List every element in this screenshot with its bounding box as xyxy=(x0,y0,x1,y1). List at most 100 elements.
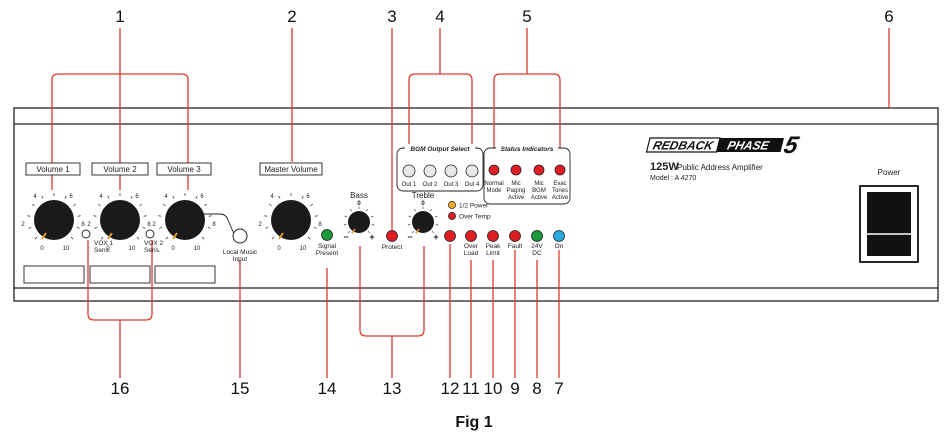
over-temp-label: Over Temp xyxy=(459,214,491,221)
master-volume-label: Master Volume xyxy=(264,165,318,174)
knob-scale-label: 8 xyxy=(318,222,322,228)
local-music-label-1: Local Music xyxy=(223,249,258,256)
callout-11: 11 xyxy=(462,379,480,398)
knob-scale-label: 4 xyxy=(270,194,274,200)
callout-8: 8 xyxy=(532,379,541,398)
knob-body[interactable] xyxy=(165,200,205,240)
knob-scale-label: 6 xyxy=(200,194,204,200)
knob-tick xyxy=(429,208,432,212)
mic-bgm-label-2: BGM xyxy=(532,188,546,194)
local-music-label-2: Input xyxy=(233,256,248,263)
normal-label-1: Normal xyxy=(484,181,503,187)
knob-tick xyxy=(28,227,32,229)
status-indicators-title: Status Indicators xyxy=(501,146,554,153)
evac-label-2: Tones xyxy=(552,188,568,194)
fault-label: Fault xyxy=(508,243,523,250)
knob-tick xyxy=(370,215,374,218)
out3-button[interactable] xyxy=(444,164,458,178)
knob-tick xyxy=(204,203,208,207)
knob-scale-label: 8 xyxy=(147,222,151,228)
tone-scale-zero: 0 xyxy=(357,201,361,207)
tone-scale-plus: + xyxy=(369,232,374,242)
peak-label-2: Limit xyxy=(486,250,500,257)
knob-scale-label: 0 xyxy=(40,246,44,252)
knob-scale-label: 4 xyxy=(164,194,168,200)
vox2-sens-trimmer[interactable] xyxy=(145,229,155,239)
normal-label-2: Mode xyxy=(486,188,502,194)
knob-body[interactable] xyxy=(348,211,370,233)
knob-pointer xyxy=(351,228,356,234)
mic-paging-label-2: Paging xyxy=(507,188,526,194)
out3-label: Out 3 xyxy=(444,182,459,188)
knob-scale-label: 6 xyxy=(306,194,310,200)
knob-tick xyxy=(34,236,38,240)
signal-label-2: Present xyxy=(316,250,339,257)
evac-label-3: Active xyxy=(552,195,569,201)
callout-14: 14 xyxy=(318,379,337,398)
vox1-sens-trimmer[interactable] xyxy=(81,229,91,239)
svg-text:REDBACK: REDBACK xyxy=(651,139,716,153)
knob-scale-label: 2 xyxy=(258,222,262,228)
callout-15: 15 xyxy=(231,379,250,398)
dc-label-1: 24V xyxy=(531,243,543,250)
knob-tick xyxy=(159,227,163,229)
knob-body[interactable] xyxy=(271,200,311,240)
out2-button[interactable] xyxy=(423,164,437,178)
evac-tones-led xyxy=(554,164,566,176)
callout-9: 9 xyxy=(510,379,519,398)
model-desc: Public Address Amplifier xyxy=(677,163,763,172)
peak-limit-led xyxy=(487,230,499,242)
knob-tick xyxy=(310,203,314,207)
power-rocker[interactable] xyxy=(867,192,911,256)
knob-body[interactable] xyxy=(412,211,434,233)
knob-body[interactable] xyxy=(100,200,140,240)
protect: Protect xyxy=(382,230,403,251)
knob-tick xyxy=(271,236,275,240)
knob-body[interactable] xyxy=(34,200,74,240)
protect-label: Protect xyxy=(382,244,403,251)
local-music-jack[interactable] xyxy=(232,228,248,244)
knob-tick xyxy=(414,208,417,212)
knob-tick xyxy=(301,195,304,199)
out4-button[interactable] xyxy=(465,164,479,178)
volume2-label: Volume 2 xyxy=(103,165,137,174)
knob-tick xyxy=(107,195,110,199)
knob-tick xyxy=(265,227,269,229)
knob-pointer xyxy=(278,232,284,240)
callout-lines xyxy=(51,28,890,378)
status-indicators: Status Indicators Normal Mode Mic Paging… xyxy=(483,144,571,205)
knob-tick xyxy=(73,203,77,207)
knob-tick xyxy=(142,227,146,229)
knob-tick xyxy=(172,195,175,199)
lower-led-row: Over Load Peak Limit Fault 24V DC On xyxy=(444,230,565,257)
bass-label: Bass xyxy=(350,191,368,200)
protect-led xyxy=(386,230,398,242)
knob-tick xyxy=(70,236,74,240)
knob-scale-label: 0 xyxy=(277,246,281,252)
knob-tick xyxy=(64,195,67,199)
power-switch: Power xyxy=(859,168,919,263)
knob-scale-label: 2 xyxy=(152,222,156,228)
out1-button[interactable] xyxy=(402,164,416,178)
tone-controls: −0+−0+ xyxy=(343,201,438,242)
knob-tick xyxy=(350,208,353,212)
mic-paging-led xyxy=(510,164,522,176)
treble-knob[interactable]: −0+ xyxy=(407,201,438,242)
over-temp-led xyxy=(448,212,456,220)
bass-knob[interactable]: −0+ xyxy=(343,201,374,242)
knob-tick xyxy=(201,236,205,240)
on-led xyxy=(553,230,565,242)
half-power-label: 1/2 Power xyxy=(459,203,489,210)
knob-tick xyxy=(31,203,35,207)
peak-label-1: Peak xyxy=(486,243,502,250)
knob-tick xyxy=(100,236,104,240)
knob-tick xyxy=(344,215,348,218)
knob-tick xyxy=(313,227,317,229)
callout-numbers: 1 2 3 4 5 6 16 15 14 13 12 11 10 9 8 7 xyxy=(111,7,894,398)
model-number: Model : A 4270 xyxy=(650,175,696,182)
power-temp-indicators: 1/2 Power Over Temp xyxy=(448,201,491,221)
